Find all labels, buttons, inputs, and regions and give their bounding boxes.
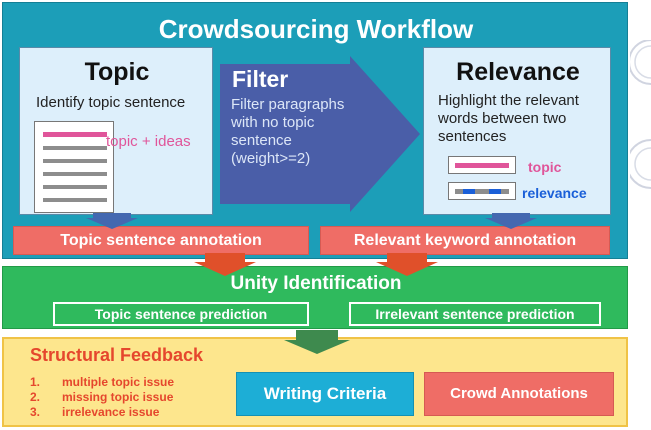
relevance-legend-segment	[501, 189, 509, 194]
relevance-title: Relevance	[456, 58, 580, 86]
topic-title: Topic	[84, 58, 150, 86]
issue-number: 2.	[30, 390, 41, 404]
topic-sentence-prediction: Topic sentence prediction	[53, 302, 309, 326]
writing-criteria-box: Writing Criteria	[236, 372, 414, 416]
crowdsourcing-section: Crowdsourcing Workflow Topic Identify to…	[2, 2, 628, 259]
relevance-box: Relevance Highlight the relevant words b…	[423, 47, 611, 215]
text-line	[43, 172, 107, 176]
topic-subtitle: Identify topic sentence	[36, 94, 186, 111]
issue-text: multiple topic issue	[62, 375, 175, 389]
topic-sentence-annotation: Topic sentence annotation	[13, 226, 309, 255]
filter-title: Filter	[232, 66, 289, 92]
irrelevant-sentence-prediction: Irrelevant sentence prediction	[349, 302, 601, 326]
relevance-subtitle: Highlight the relevant words between two…	[438, 92, 579, 146]
filter-description: Filter paragraphs with no topic sentence…	[231, 96, 344, 168]
filter-description-line: Filter paragraphs	[231, 96, 345, 113]
text-line	[43, 198, 107, 202]
relevance-legend-segment	[455, 189, 463, 194]
topic-ideas-label: topic + ideas	[106, 133, 191, 150]
unity-title: Unity Identification	[230, 273, 402, 294]
issue-number: 1.	[30, 375, 41, 389]
relevance-subtitle-line: sentences	[438, 128, 507, 145]
structural-title: Structural Feedback	[30, 345, 204, 365]
issue-number: 3.	[30, 405, 41, 419]
text-line	[43, 159, 107, 163]
structural-section: Structural Feedback 1. multiple topic iss…	[2, 337, 628, 427]
topic-box: Topic Identify topic sentence topic + id…	[19, 47, 213, 215]
filter-description-line: (weight>=2)	[231, 150, 311, 167]
filter-description-line: with no topic	[231, 114, 315, 131]
unity-section: Unity Identification Topic sentence pred…	[2, 266, 628, 329]
list-item: 1. multiple topic issue	[30, 375, 174, 390]
filter-description-line: sentence	[231, 132, 292, 149]
issue-list: 1. multiple topic issue 2. missing topic i…	[30, 375, 174, 420]
text-line	[43, 146, 107, 150]
topic-highlight-line	[43, 132, 107, 137]
issue-text: irrelevance issue	[62, 405, 160, 419]
relevance-legend-segment	[475, 189, 489, 194]
filter-arrow-shape	[220, 56, 420, 212]
relevance-legend-card	[448, 182, 516, 200]
relevance-subtitle-line: words between two	[438, 110, 567, 127]
list-item: 2. missing topic issue	[30, 390, 174, 405]
seal-graphic	[630, 40, 651, 189]
topic-legend-bar	[455, 163, 509, 168]
text-line	[43, 185, 107, 189]
relevance-legend-segment	[489, 189, 501, 194]
filter-arrow	[220, 56, 420, 212]
relevance-subtitle-line: Highlight the relevant	[438, 92, 579, 109]
topic-legend-card	[448, 156, 516, 174]
issue-text: missing topic issue	[62, 390, 174, 404]
crowd-annotations-box: Crowd Annotations	[424, 372, 614, 416]
document-icon	[34, 121, 114, 213]
relevance-legend-segment	[463, 189, 475, 194]
topic-legend-label: topic	[528, 159, 562, 175]
list-item: 3. irrelevance issue	[30, 405, 174, 420]
relevant-keyword-annotation: Relevant keyword annotation	[320, 226, 610, 255]
crowdsourcing-title: Crowdsourcing Workflow	[158, 14, 474, 44]
relevance-legend-label: relevance	[522, 185, 587, 201]
